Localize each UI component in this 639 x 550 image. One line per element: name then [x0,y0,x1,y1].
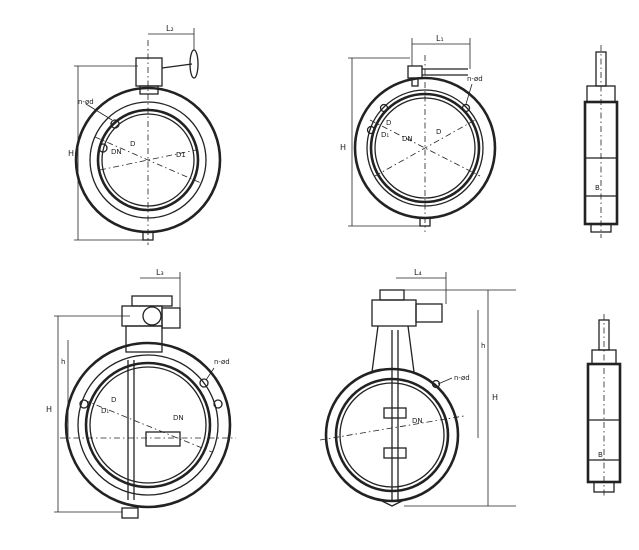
label-D1: D₁ [101,407,109,415]
label-DN: DN [402,135,413,143]
label-L: L₄ [414,268,422,277]
label-bolt: n-ød [467,75,483,83]
label-H: H [492,393,498,402]
bottom-stub [379,499,405,507]
view-bottom-left: H h L₃ n-ød D D₁ DN [46,268,236,519]
label-D: D [436,128,441,136]
label-h: h [61,358,65,366]
handwheel-shaft [161,63,193,69]
label-B: B [595,184,600,192]
handwheel [142,306,162,326]
diameter-line [94,136,202,184]
leader-line [85,103,113,121]
disc-hub [145,431,181,447]
view-top-left: H L₂ n-ød D D1 DN [68,24,222,245]
gear-cover [161,307,181,329]
diameter-line [374,119,476,177]
motor [415,303,443,323]
top-plate [131,295,173,307]
leader-line [437,377,453,385]
view-top-right-side: B [583,45,619,238]
seat-ring [84,361,212,489]
neck [139,85,159,95]
bolt-circle [77,354,219,496]
label-h: h [481,342,485,350]
label-bolt: n-ød [78,98,94,106]
bolt-hole [199,378,209,388]
actuator-cap [379,289,405,301]
bolt-hole [98,143,108,153]
label-H: H [68,149,74,158]
gearbox [135,57,163,87]
label-B: B [598,451,603,459]
bolt-hole [366,125,376,135]
label-DN: DN [111,148,122,156]
body-outer-ring [64,341,232,509]
stem [411,77,419,87]
leader-line [205,367,215,381]
bolt-hole [110,119,120,129]
label-bolt: n-ød [454,374,470,382]
label-D: D [111,396,116,404]
label-H: H [46,405,52,414]
label-L: L₂ [166,24,174,33]
view-bottom-right-side: B [586,314,622,498]
label-D: D [386,119,391,127]
diameter-line [99,149,197,171]
diameter-line [319,415,465,441]
neck [125,325,163,353]
label-DN: DN [173,414,184,422]
leader-line [465,83,473,105]
bore-circle [89,366,207,484]
neck [371,325,415,373]
bolt-hole [431,379,441,389]
diameter-line [83,399,213,453]
label-D1: D₁ [381,131,389,139]
view-top-middle: H L₁ n-ød D D₁ DN D [340,34,497,232]
label-bolt: n-ød [214,358,230,366]
label-L: L₃ [156,268,164,277]
bottom-stub [121,507,139,519]
disc-hub [383,447,407,459]
bolt-hole [379,103,389,113]
label-H: H [340,143,346,152]
label-L: L₁ [436,34,444,43]
view-bottom-middle: H h L₄ n-ød DN [319,268,516,507]
label-DN: DN [412,417,423,425]
disc-hub [383,407,407,419]
seat-ring [369,92,481,204]
label-D: D [130,140,135,148]
label-D1: D1 [176,151,186,159]
bolt-hole [461,103,471,113]
actuator-box [371,299,417,327]
lever-hub [407,65,423,79]
bolt-hole [213,399,223,409]
